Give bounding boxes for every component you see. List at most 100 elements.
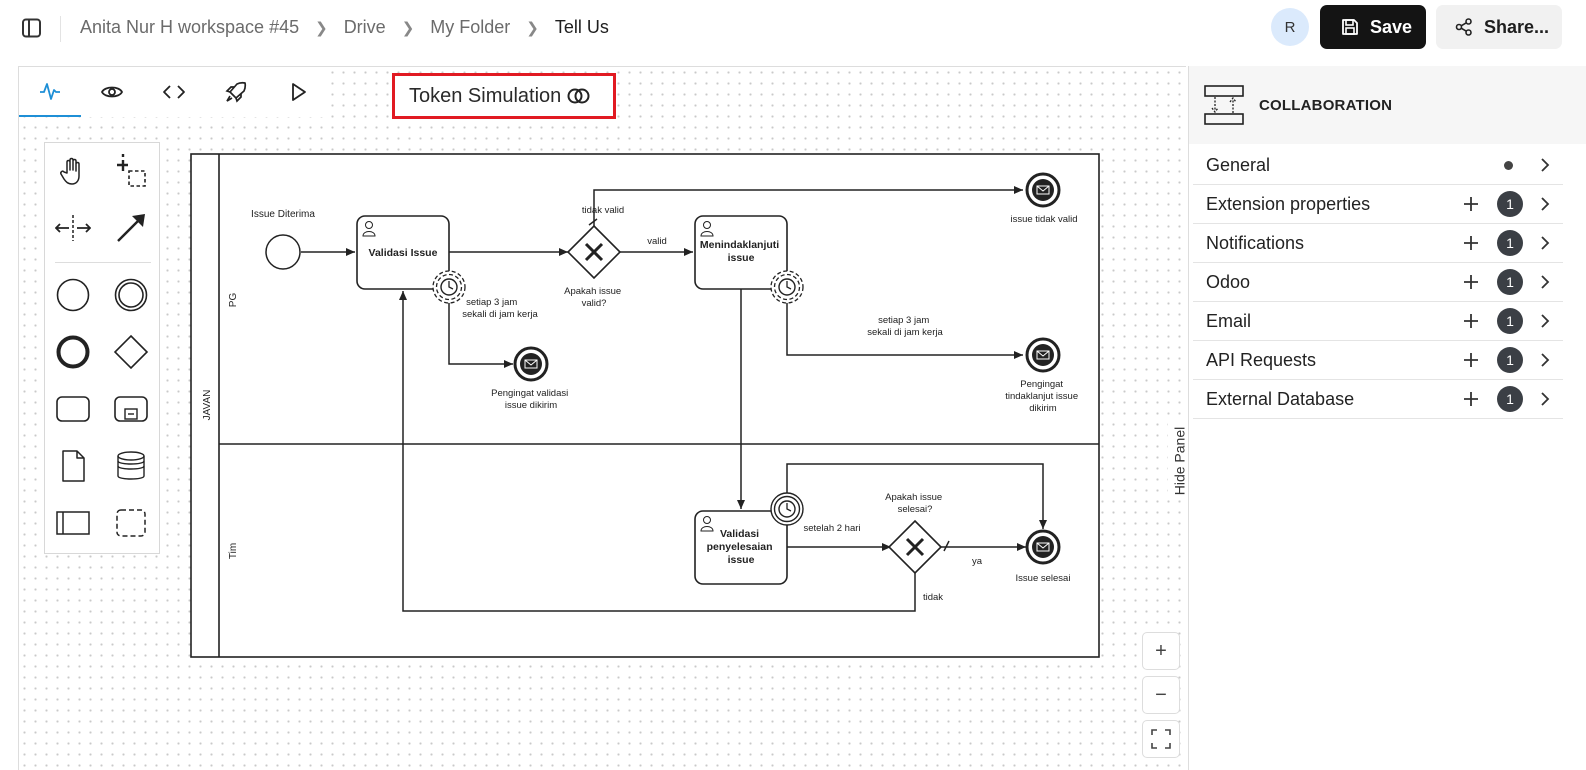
connect-arrow-icon[interactable] [111,208,151,248]
avatar[interactable]: R [1271,8,1309,46]
zoom-in-button[interactable]: + [1142,632,1180,670]
flow-label-ya: ya [972,556,983,567]
breadcrumb-workspace[interactable]: Anita Nur H workspace #45 [80,17,300,37]
chevron-right-icon: ❯ [526,19,539,37]
prop-label: Odoo [1206,271,1251,292]
lasso-icon[interactable] [111,151,151,191]
palette-divider [55,262,151,263]
sequence-flows [301,186,1047,612]
plus-icon[interactable] [1461,311,1481,331]
prop-row-external-database[interactable]: External Database 1 [1193,380,1563,419]
count-badge: 1 [1497,269,1523,295]
user-task-icon [700,516,714,532]
prop-label: General [1206,154,1271,175]
save-button[interactable]: Save [1320,5,1426,49]
header-divider [60,16,61,42]
timer-boundary-2[interactable] [770,270,804,304]
start-event-icon[interactable] [53,275,93,315]
plus-icon[interactable] [1461,389,1481,409]
breadcrumb: Anita Nur H workspace #45 ❯ Drive ❯ My F… [80,17,609,38]
timer-3-label: setelah 2 hari [803,523,860,534]
task-validasi-issue[interactable]: Validasi Issue [356,215,450,290]
chevron-right-icon [1541,314,1550,328]
gateway-selesai[interactable] [887,519,943,575]
task-menindaklanjuti[interactable]: Menindaklanjuti issue [694,215,788,290]
eye-icon[interactable] [81,67,143,117]
plus-icon[interactable] [1461,233,1481,253]
status-dot [1504,160,1513,170]
space-icon[interactable] [53,208,93,248]
task-icon[interactable] [53,389,93,429]
breadcrumb-folder[interactable]: My Folder [430,17,511,37]
bpmn-diagram: JAVAN PG Tim Issue Diterima [190,153,1100,658]
plus-icon[interactable] [1461,350,1481,370]
chevron-right-icon: ❯ [315,19,328,37]
gateway-icon[interactable] [111,332,151,372]
share-label: Share... [1484,16,1550,37]
play-icon[interactable] [267,67,329,117]
timer-1-label: setiap 3 jam sekali di jam kerja [462,297,538,320]
chevron-right-icon: ❯ [401,19,415,37]
plus-icon[interactable] [1461,272,1481,292]
end-event-pengingat-tindak[interactable] [1025,337,1061,373]
start-event[interactable] [265,234,301,270]
end-event-selesai-label: Issue selesai [1016,573,1071,584]
task-label: Menindaklanjuti issue [700,239,782,264]
code-icon[interactable] [143,67,205,117]
count-badge: 1 [1497,386,1523,412]
prop-label: Notifications [1206,232,1305,253]
pool[interactable] [190,153,1100,658]
prop-row-email[interactable]: Email 1 [1193,302,1563,341]
intermediate-event-icon[interactable] [111,275,151,315]
plus-icon[interactable] [1461,194,1481,214]
chevron-right-icon [1541,197,1550,211]
hide-panel-label: Hide Panel [1171,426,1187,496]
pool-icon[interactable] [53,503,93,543]
group-icon[interactable] [111,503,151,543]
prop-row-notifications[interactable]: Notifications 1 [1193,224,1563,263]
count-badge: 1 [1497,191,1523,217]
end-event-pengingat-validasi-label: Pengingat validasi issue dikirim [491,388,571,411]
breadcrumb-current: Tell Us [554,17,609,37]
timer-boundary-1[interactable] [432,270,466,304]
end-event-icon[interactable] [53,332,93,372]
prop-row-api-requests[interactable]: API Requests 1 [1193,341,1563,380]
panel-header: COLLABORATION [1189,66,1586,144]
count-badge: 1 [1497,308,1523,334]
end-event-selesai[interactable] [1025,529,1061,565]
timer-boundary-3[interactable] [770,492,804,526]
flow-label-tidak-valid: tidak valid [582,205,624,216]
data-store-icon[interactable] [111,446,151,486]
chevron-right-icon [1541,158,1550,172]
share-button[interactable]: Share... [1436,5,1562,49]
prop-row-general[interactable]: General [1193,146,1563,185]
modeler-canvas[interactable]: JAVAN PG Tim Issue Diterima [18,66,1186,770]
flow-label-tidak: tidak [923,592,943,603]
user-task-icon [362,221,376,237]
lane-label-pg: PG [228,293,239,308]
end-event-tidak-valid[interactable] [1025,172,1061,208]
zoom-out-button[interactable]: − [1142,676,1180,714]
rocket-icon[interactable] [205,67,267,117]
mode-tabs [19,67,329,117]
token-simulation-label: Token Simulation [409,84,562,107]
gateway-valid[interactable] [566,224,622,280]
end-event-pengingat-tindak-label: Pengingat tindaklanjut issue dikirim [1005,379,1081,414]
hide-panel-toggle[interactable]: Hide Panel [1168,422,1190,500]
prop-row-extension-properties[interactable]: Extension properties 1 [1193,185,1563,224]
end-event-pengingat-validasi[interactable] [513,346,549,382]
hand-icon[interactable] [53,151,93,191]
token-simulation-toggle[interactable]: Token Simulation [392,73,616,119]
tool-palette [44,142,160,554]
activity-icon[interactable] [19,67,81,117]
count-badge: 1 [1497,230,1523,256]
task-validasi-penyelesaian[interactable]: Validasi penyelesaian issue [694,510,788,585]
data-object-icon[interactable] [53,446,93,486]
sidebar-toggle-icon[interactable] [20,17,44,39]
chevron-right-icon [1541,275,1550,289]
subprocess-icon[interactable] [111,389,151,429]
fit-view-button[interactable] [1142,720,1180,758]
flow-label-valid: valid [647,236,667,247]
prop-row-odoo[interactable]: Odoo 1 [1193,263,1563,302]
breadcrumb-drive[interactable]: Drive [343,17,386,37]
